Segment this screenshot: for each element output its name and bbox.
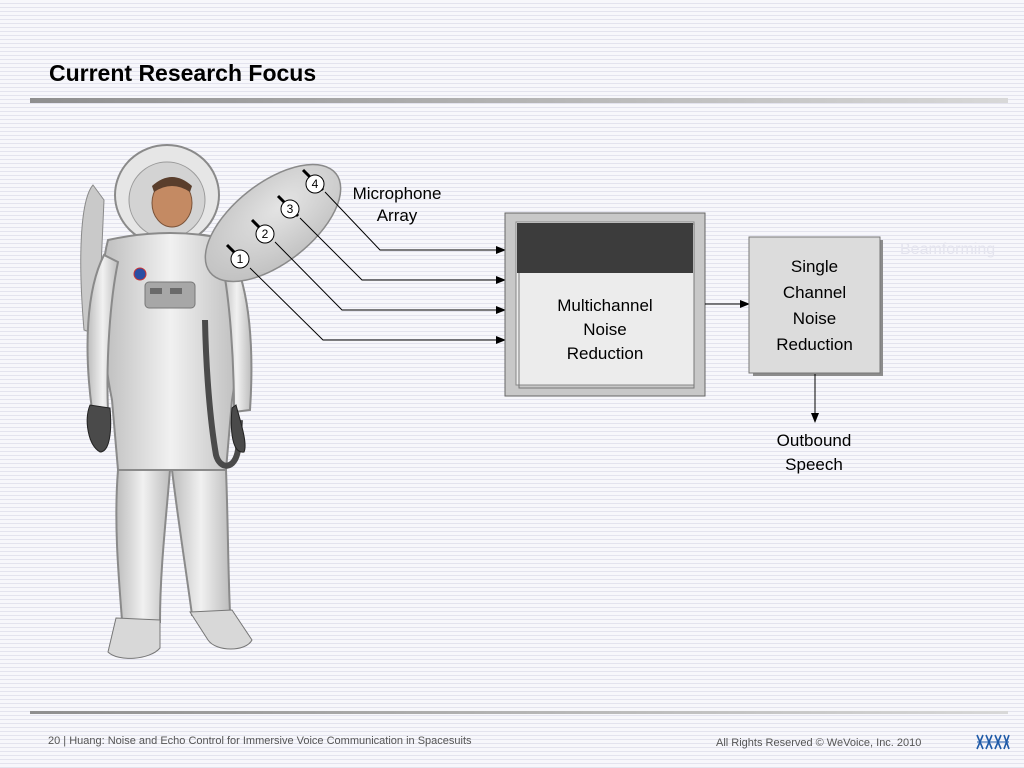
single-channel-label: Single Channel Noise Reduction <box>749 254 880 358</box>
mic-number-2: 2 <box>261 227 269 241</box>
single-channel-box <box>748 236 883 376</box>
mic-number-4: 4 <box>311 177 319 191</box>
astronaut-icon <box>80 144 253 659</box>
wevoice-logo-icon <box>976 734 1010 750</box>
single-channel-label-line2: Channel <box>782 283 847 302</box>
slide-title: Current Research Focus <box>49 60 317 86</box>
footer-slide-info: 20 | Huang: Noise and Echo Control for I… <box>48 735 472 747</box>
multichannel-box <box>504 212 706 397</box>
multichannel-label-line2: Noise <box>583 320 627 339</box>
footer-rule <box>30 711 1008 714</box>
title-underline <box>30 98 1008 103</box>
beamforming-label: Beamforming <box>900 241 996 258</box>
multichannel-label-line1: Multichannel <box>557 296 653 315</box>
outbound-speech-label: Outbound Speech <box>754 429 874 477</box>
mic-number-1: 1 <box>236 252 244 266</box>
outbound-speech-line1: Outbound <box>776 431 852 450</box>
multichannel-label-line3: Reduction <box>566 344 644 363</box>
footer-copyright: All Rights Reserved © WeVoice, Inc. 2010 <box>716 737 922 749</box>
microphone-array-label-line1: Microphone <box>352 184 442 203</box>
microphone-array-label: Microphone Array <box>335 183 459 227</box>
mic-number-3: 3 <box>286 202 294 216</box>
outbound-speech-line2: Speech <box>785 455 843 474</box>
microphone-array-label-line2: Array <box>376 206 418 225</box>
mic-signal-lines <box>249 191 506 344</box>
multichannel-label: Multichannel Noise Reduction <box>518 294 692 366</box>
single-channel-label-line4: Reduction <box>776 335 853 354</box>
single-channel-label-line3: Noise <box>792 309 837 328</box>
mic-number-circles <box>230 174 325 269</box>
single-channel-label-line1: Single <box>790 257 839 276</box>
